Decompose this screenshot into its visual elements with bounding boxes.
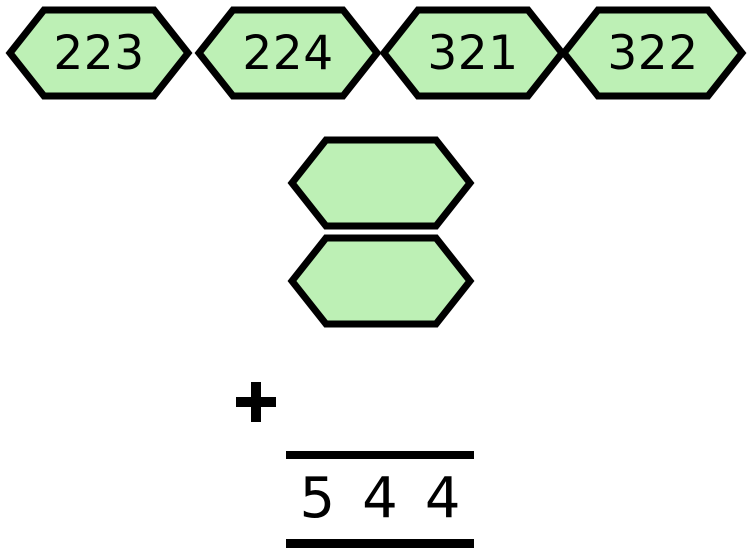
number-tile[interactable]: 322 — [559, 6, 747, 100]
number-tile-tray: 223 224 321 322 — [0, 0, 750, 110]
drop-slot-addend-1[interactable] — [287, 136, 475, 230]
sum-rule-bottom — [286, 539, 474, 548]
hexagon-shape — [287, 234, 475, 328]
sum-digit-ones: 4 — [424, 466, 461, 531]
number-tile[interactable]: 223 — [5, 6, 193, 100]
addition-equation: 5 4 4 — [0, 118, 750, 548]
hexagon-shape — [559, 6, 747, 100]
number-tile[interactable]: 321 — [379, 6, 567, 100]
sum-digit-tens: 4 — [362, 466, 398, 531]
plus-operator-icon — [236, 382, 276, 422]
hexagon-shape — [194, 6, 382, 100]
sum-rule-top — [286, 451, 474, 459]
plus-vertical-bar — [251, 382, 261, 422]
hexagon-shape — [287, 136, 475, 230]
hexagon-shape — [5, 6, 193, 100]
sum-digit-hundreds: 5 — [299, 466, 336, 531]
hexagon-shape — [379, 6, 567, 100]
sum-value: 5 4 4 — [286, 463, 474, 535]
number-tile[interactable]: 224 — [194, 6, 382, 100]
drop-slot-addend-2[interactable] — [287, 234, 475, 328]
